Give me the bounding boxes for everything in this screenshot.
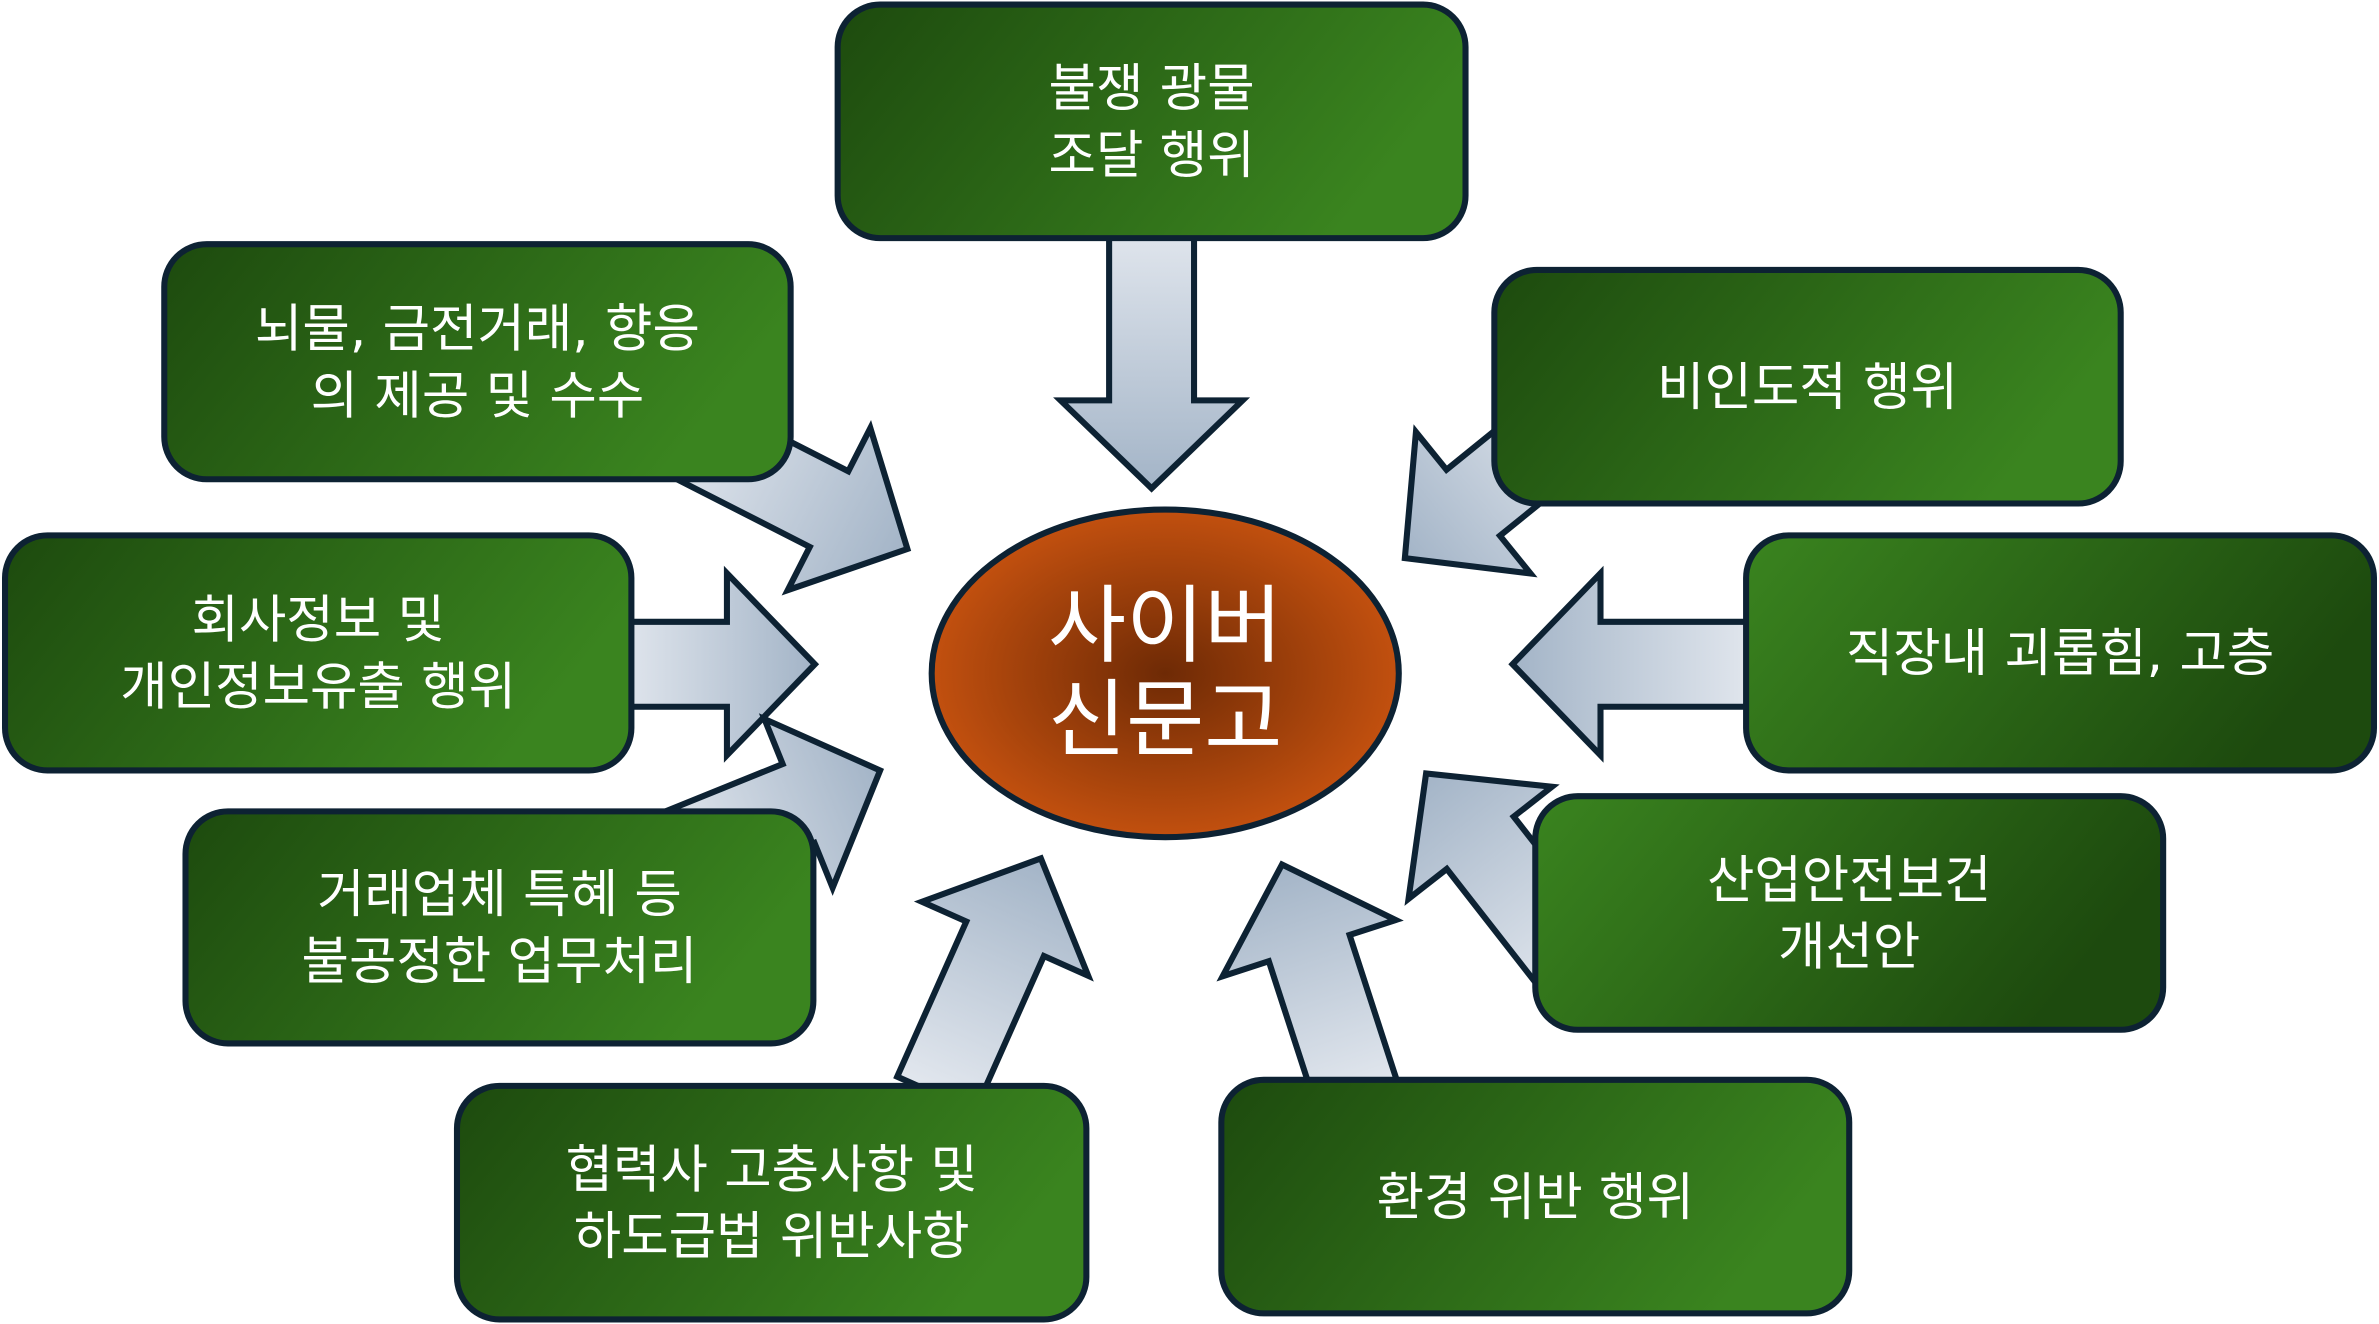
center-line-2: 신문고 bbox=[1048, 671, 1282, 770]
arrow-5 bbox=[1508, 565, 1759, 763]
arrow-1 bbox=[1053, 219, 1251, 493]
category-label-line: 비인도적 행위 bbox=[1657, 358, 1958, 418]
category-label-line: 회사정보 및 bbox=[191, 591, 445, 651]
category-box-bg bbox=[834, 1, 1469, 242]
category-label-line: 산업안전보건 bbox=[1707, 851, 1992, 911]
category-box-bg bbox=[1491, 266, 2124, 507]
category-label-line: 환경 위반 행위 bbox=[1377, 1168, 1694, 1228]
category-box-bg bbox=[1532, 793, 2167, 1033]
category-label-line: 협력사 고충사항 및 bbox=[566, 1141, 978, 1201]
category-label-line: 직장내 괴롭힘, 고층 bbox=[1846, 624, 2275, 684]
arrow-9 bbox=[1216, 860, 1404, 1113]
category-label-line: 조달 행위 bbox=[1049, 126, 1255, 186]
category-box-3: 비인도적 행위 bbox=[1491, 266, 2124, 507]
category-label-line: 개선안 bbox=[1778, 918, 1920, 978]
category-label-line: 하도급법 위반사항 bbox=[574, 1207, 970, 1267]
arrow-4 bbox=[614, 565, 820, 763]
category-box-bg bbox=[453, 1082, 1090, 1323]
category-box-2: 뇌물, 금전거래, 향응의 제공 및 수수 bbox=[161, 241, 794, 483]
category-label-line: 뇌물, 금전거래, 향응 bbox=[255, 300, 700, 360]
center-ellipse bbox=[928, 506, 1402, 841]
center-node: 사이버 신문고 bbox=[928, 506, 1402, 841]
category-label-line: 개인정보유출 행위 bbox=[120, 657, 516, 717]
category-box-bg bbox=[1, 532, 635, 774]
category-label-line: 의 제공 및 수수 bbox=[311, 366, 645, 426]
category-box-5: 직장내 괴롭힘, 고층 bbox=[1743, 532, 2378, 774]
category-box-9: 환경 위반 행위 bbox=[1218, 1076, 1853, 1317]
category-box-bg bbox=[1218, 1076, 1853, 1317]
category-label-line: 거래업체 특혜 등 bbox=[317, 865, 682, 925]
center-line-1: 사이버 bbox=[1048, 577, 1282, 676]
category-box-bg bbox=[1743, 532, 2378, 774]
category-box-bg bbox=[161, 241, 794, 483]
category-label-line: 불쟁 광물 bbox=[1049, 59, 1255, 119]
category-box-bg bbox=[182, 808, 817, 1047]
category-label-line: 불공정한 업무처리 bbox=[302, 932, 698, 992]
